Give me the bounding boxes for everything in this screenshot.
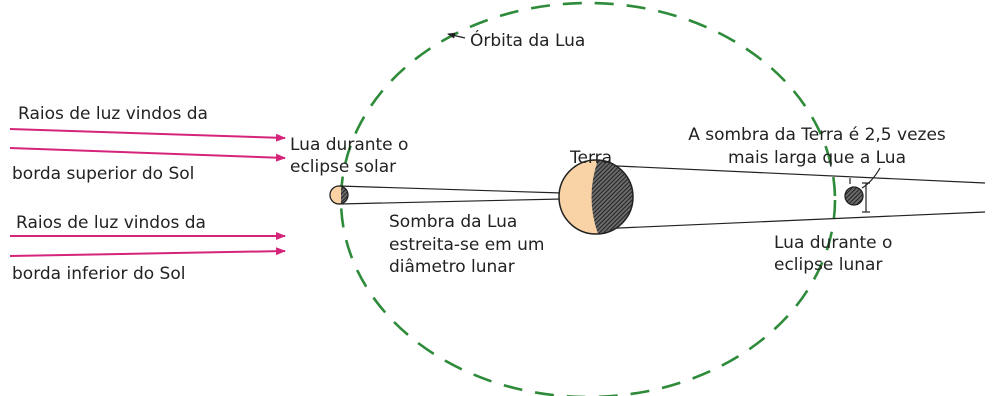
earth-shadow-pointer: [861, 167, 881, 189]
earth-label: Terra: [570, 148, 613, 168]
rays-top-label-line2: borda superior do Sol: [12, 164, 195, 184]
earth-shadow-label-line1: A sombra da Terra é 2,5 vezes: [688, 125, 946, 145]
moon-solar-label-line1: Lua durante o: [290, 135, 409, 155]
rays-bottom-label-line1: Raios de luz vindos da: [16, 213, 206, 233]
moon-solar-label-line2: eclipse solar: [290, 157, 397, 177]
ray-top-2: [9, 147, 286, 162]
orbit-label: Órbita da Lua: [470, 31, 586, 51]
earth-shadow-label-line2: mais larga que a Lua: [727, 148, 907, 168]
moon-lunar-label-line1: Lua durante o: [774, 233, 893, 253]
moon-shadow-label-line2: estreita-se em um: [389, 235, 545, 255]
orbit-pointer-arrow: [447, 32, 466, 39]
moon-shadow-edge-top: [338, 185, 563, 194]
earth-shadow-edge-bottom: [595, 211, 986, 230]
moon-shadow-label-line1: Sombra da Lua: [389, 212, 518, 232]
moon-lunar-eclipse: [844, 186, 864, 206]
moon-lunar-label-line2: eclipse lunar: [774, 255, 883, 275]
earth-globe: [558, 159, 634, 235]
earth-shadow-edge-top: [595, 164, 986, 184]
rays-top-label-line1: Raios de luz vindos da: [18, 104, 208, 124]
moon-shadow-label-line3: diâmetro lunar: [389, 257, 515, 277]
moon-orbit: [339, 1, 837, 396]
moon-shadow-edge-bottom: [338, 198, 563, 205]
rays-bottom-label-line2: borda inferior do Sol: [12, 264, 186, 284]
ray-top-1: [9, 128, 286, 142]
ray-bottom-2: [9, 247, 286, 257]
moon-solar-eclipse: [329, 185, 349, 205]
